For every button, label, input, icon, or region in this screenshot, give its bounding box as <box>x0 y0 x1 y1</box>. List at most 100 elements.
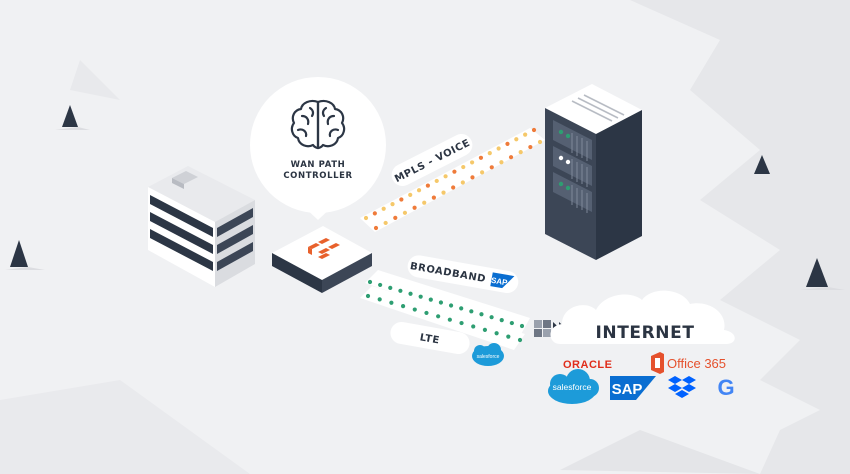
broadband-traffic-dot <box>459 320 464 326</box>
broadband-traffic-dot <box>365 293 371 299</box>
mpls-traffic-dot <box>452 169 457 174</box>
broadband-traffic-dot <box>367 279 373 285</box>
mpls-traffic-dot <box>408 192 413 197</box>
mpls-traffic-dot <box>402 210 408 215</box>
oracle-logo: ORACLE <box>563 359 612 371</box>
mpls-traffic-dot <box>441 190 446 195</box>
sap-logo: SAP <box>610 376 656 400</box>
sap-text: SAP <box>612 381 643 398</box>
broadband-traffic-dot <box>494 331 499 336</box>
google-logo: G <box>717 375 734 400</box>
mpls-traffic-dot <box>487 151 492 156</box>
mpls-traffic-dot <box>514 137 519 142</box>
mpls-traffic-dot <box>372 211 377 216</box>
datacenter-server <box>545 84 642 260</box>
broadband-traffic-dot <box>506 334 511 339</box>
office365-text: Office 365 <box>667 356 726 371</box>
mpls-traffic-dot <box>531 127 537 133</box>
tree-icon <box>754 155 770 174</box>
broadband-traffic-dot <box>459 306 464 311</box>
fortinet-logo-icon <box>308 238 340 259</box>
mpls-traffic-dot <box>537 139 543 145</box>
salesforce-small-logo: salesforce <box>472 343 504 366</box>
broadband-traffic-dot <box>499 318 504 323</box>
salesforce-text: salesforce <box>553 382 592 392</box>
mpls-traffic-dot <box>393 215 398 220</box>
edge-appliance <box>272 226 372 293</box>
mpls-traffic-dot <box>443 174 448 179</box>
mpls-traffic-dot <box>508 155 514 160</box>
broadband-traffic-dot <box>418 294 423 299</box>
mpls-traffic-dot <box>373 225 379 231</box>
broadband-traffic-dot <box>479 312 484 317</box>
broadband-traffic-dot <box>412 307 417 312</box>
salesforce-small-text: salesforce <box>477 354 500 360</box>
broadband-traffic-dot <box>509 320 514 326</box>
internet-cloud: INTERNET <box>550 290 735 344</box>
tree-icon <box>800 258 845 290</box>
controller-label-line2: CONTROLLER <box>283 171 352 181</box>
mpls-link <box>360 127 545 232</box>
tree-icon <box>5 240 45 270</box>
broadband-traffic-dot <box>428 297 433 302</box>
mpls-traffic-dot <box>390 202 395 207</box>
office-building <box>148 166 255 287</box>
broadband-traffic-dot <box>398 288 403 293</box>
mpls-traffic-dot <box>431 195 436 200</box>
mpls-traffic-dot <box>425 183 430 188</box>
broadband-traffic-dot <box>389 300 394 305</box>
controller-bubble: WAN PATH CONTROLLER <box>250 77 386 220</box>
salesforce-logo: salesforce <box>548 369 599 404</box>
broadband-traffic-dot <box>469 309 474 314</box>
broadband-traffic-dot <box>424 310 429 316</box>
broadband-traffic-dot <box>447 317 452 322</box>
mpls-traffic-dot <box>422 200 427 205</box>
broadband-traffic-dot <box>489 315 494 320</box>
broadband-traffic-dot <box>519 323 525 329</box>
broadband-traffic-dot <box>471 324 476 329</box>
broadband-traffic-dot <box>400 304 406 309</box>
mpls-traffic-dot <box>496 146 501 151</box>
mpls-traffic-dot <box>505 141 510 146</box>
mpls-traffic-dot <box>489 165 494 170</box>
mpls-traffic-dot <box>399 197 404 202</box>
sap-small-text: SAP <box>490 276 508 288</box>
broadband-traffic-dot <box>408 291 413 296</box>
mpls-traffic-dot <box>461 164 466 170</box>
tree-icon <box>55 105 90 130</box>
broadband-traffic-dot <box>448 303 454 308</box>
internet-title: INTERNET <box>595 323 694 343</box>
oracle-text: ORACLE <box>563 359 612 371</box>
mpls-traffic-dot <box>451 185 456 190</box>
mpls-traffic-dot <box>480 170 485 175</box>
mpls-traffic-dot <box>434 178 439 184</box>
office-icon <box>651 352 664 374</box>
mpls-traffic-dot <box>523 132 528 137</box>
dropbox-icon <box>668 376 696 398</box>
sap-small-logo: SAP <box>490 272 515 289</box>
mpls-traffic-dot <box>499 160 504 165</box>
mpls-traffic-dot <box>381 206 386 211</box>
controller-label-line1: WAN PATH <box>291 160 346 170</box>
broadband-traffic-dot <box>378 282 383 288</box>
lte-label: LTE <box>419 332 441 346</box>
broadband-traffic-dot <box>438 300 444 305</box>
broadband-link <box>360 270 530 350</box>
office365-logo: Office 365 <box>651 352 726 374</box>
broadband-traffic-dot <box>377 297 382 302</box>
broadband-traffic-dot <box>517 337 523 343</box>
mpls-traffic-dot <box>478 155 484 160</box>
mpls-traffic-dot <box>518 150 523 155</box>
google-text: G <box>717 375 734 400</box>
mpls-traffic-dot <box>460 180 465 185</box>
mpls-traffic-dot <box>416 188 422 193</box>
broadband-traffic-dot <box>436 314 441 319</box>
broadband-traffic-dot <box>388 285 393 290</box>
mpls-traffic-dot <box>383 220 388 226</box>
mpls-traffic-dot <box>470 175 475 180</box>
brain-icon <box>290 99 346 150</box>
broadband-traffic-dot <box>482 327 488 332</box>
lte-label-pill: LTE <box>390 321 470 355</box>
